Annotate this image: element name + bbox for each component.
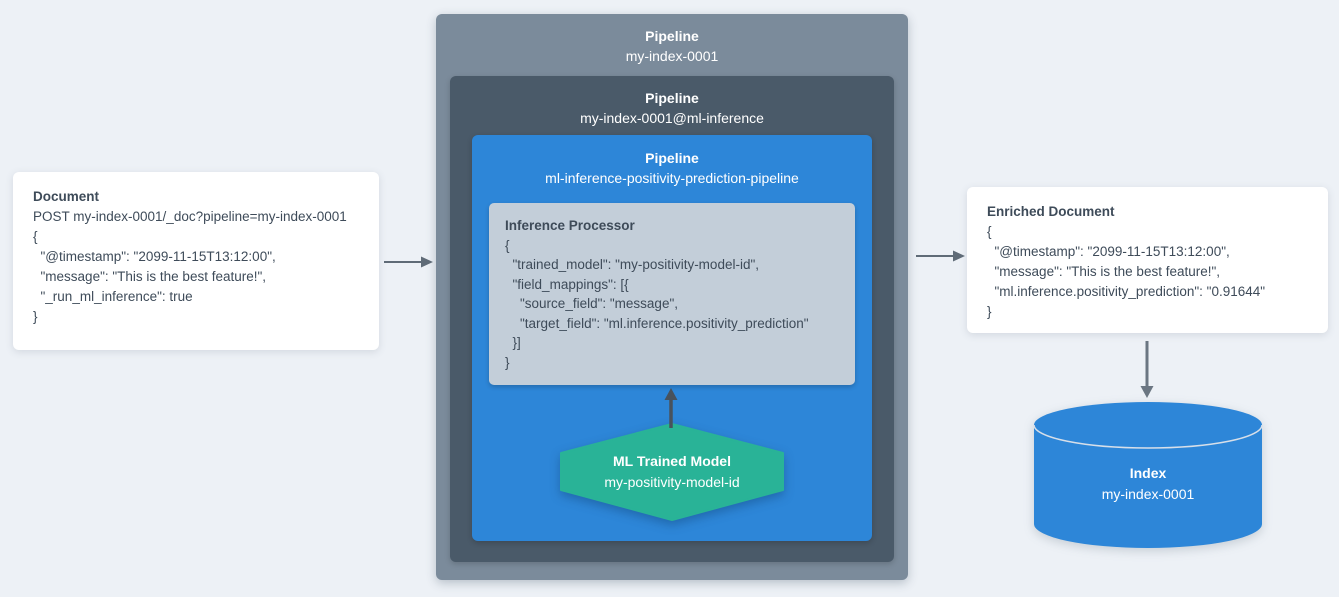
code-line: { xyxy=(33,229,38,244)
code-line: } xyxy=(505,354,510,370)
code-line: "source_field": "message", xyxy=(505,296,678,311)
code-line: "_run_ml_inference": true xyxy=(33,289,193,304)
hexagon-shape-icon xyxy=(560,423,784,521)
pipeline-prediction-node: Pipeline ml-inference-positivity-predict… xyxy=(472,135,872,541)
code-line: { xyxy=(987,224,992,239)
code-line: { xyxy=(505,237,510,253)
arrow-pipeline-to-enriched-document xyxy=(916,250,965,262)
pipeline-ml-inference-node: Pipeline my-index-0001@ml-inference Pipe… xyxy=(450,76,894,562)
code-line: }] xyxy=(505,335,521,350)
index-title: Index xyxy=(1129,465,1167,481)
document-code: POST my-index-0001/_doc?pipeline=my-inde… xyxy=(33,207,359,327)
document-node: Document POST my-index-0001/_doc?pipelin… xyxy=(13,172,379,350)
pipeline-ml-inference-name: my-index-0001@ml-inference xyxy=(580,110,764,126)
enriched-document-node: Enriched Document { "@timestamp": "2099-… xyxy=(967,187,1328,333)
arrow-enriched-document-to-index xyxy=(1140,341,1154,398)
ml-trained-model-label: ML Trained Model my-positivity-model-id xyxy=(560,423,784,521)
code-line: "@timestamp": "2099-11-15T13:12:00", xyxy=(33,249,276,264)
database-cylinder-icon xyxy=(1033,402,1263,548)
ml-trained-model-node: ML Trained Model my-positivity-model-id xyxy=(560,423,784,521)
code-line: } xyxy=(987,304,992,319)
enriched-document-code: { "@timestamp": "2099-11-15T13:12:00", "… xyxy=(987,222,1308,322)
arrow-document-to-pipeline xyxy=(384,256,433,268)
enriched-document-title: Enriched Document xyxy=(987,204,1115,219)
inference-processor-node: Inference Processor { "trained_model": "… xyxy=(489,203,855,385)
code-line: "message": "This is the best feature!", xyxy=(987,264,1221,279)
code-line: } xyxy=(33,309,38,324)
code-line: "@timestamp": "2099-11-15T13:12:00", xyxy=(987,244,1230,259)
pipeline-prediction-title: Pipeline xyxy=(645,150,699,166)
pipeline-outer-title: Pipeline xyxy=(645,28,699,44)
document-title: Document xyxy=(33,189,100,204)
code-line: "ml.inference.positivity_prediction": "0… xyxy=(987,284,1266,299)
pipeline-prediction-name: ml-inference-positivity-prediction-pipel… xyxy=(545,170,799,186)
pipeline-outer-node: Pipeline my-index-0001 Pipeline my-index… xyxy=(436,14,908,580)
inference-processor-title: Inference Processor xyxy=(505,218,635,233)
index-label: Index my-index-0001 xyxy=(1033,463,1263,505)
code-line: "message": "This is the best feature!", xyxy=(33,269,267,284)
code-line: "target_field": "ml.inference.positivity… xyxy=(505,315,809,331)
code-line: POST my-index-0001/_doc?pipeline=my-inde… xyxy=(33,209,347,224)
ml-trained-model-name: my-positivity-model-id xyxy=(604,474,740,490)
code-line: "field_mappings": [{ xyxy=(505,276,629,292)
index-node: Index my-index-0001 xyxy=(1033,401,1263,549)
ml-trained-model-title: ML Trained Model xyxy=(613,453,731,469)
index-name: my-index-0001 xyxy=(1101,486,1195,502)
code-line: "trained_model": "my-positivity-model-id… xyxy=(505,257,760,272)
pipeline-ml-inference-title: Pipeline xyxy=(645,90,699,106)
pipeline-outer-name: my-index-0001 xyxy=(625,48,719,64)
